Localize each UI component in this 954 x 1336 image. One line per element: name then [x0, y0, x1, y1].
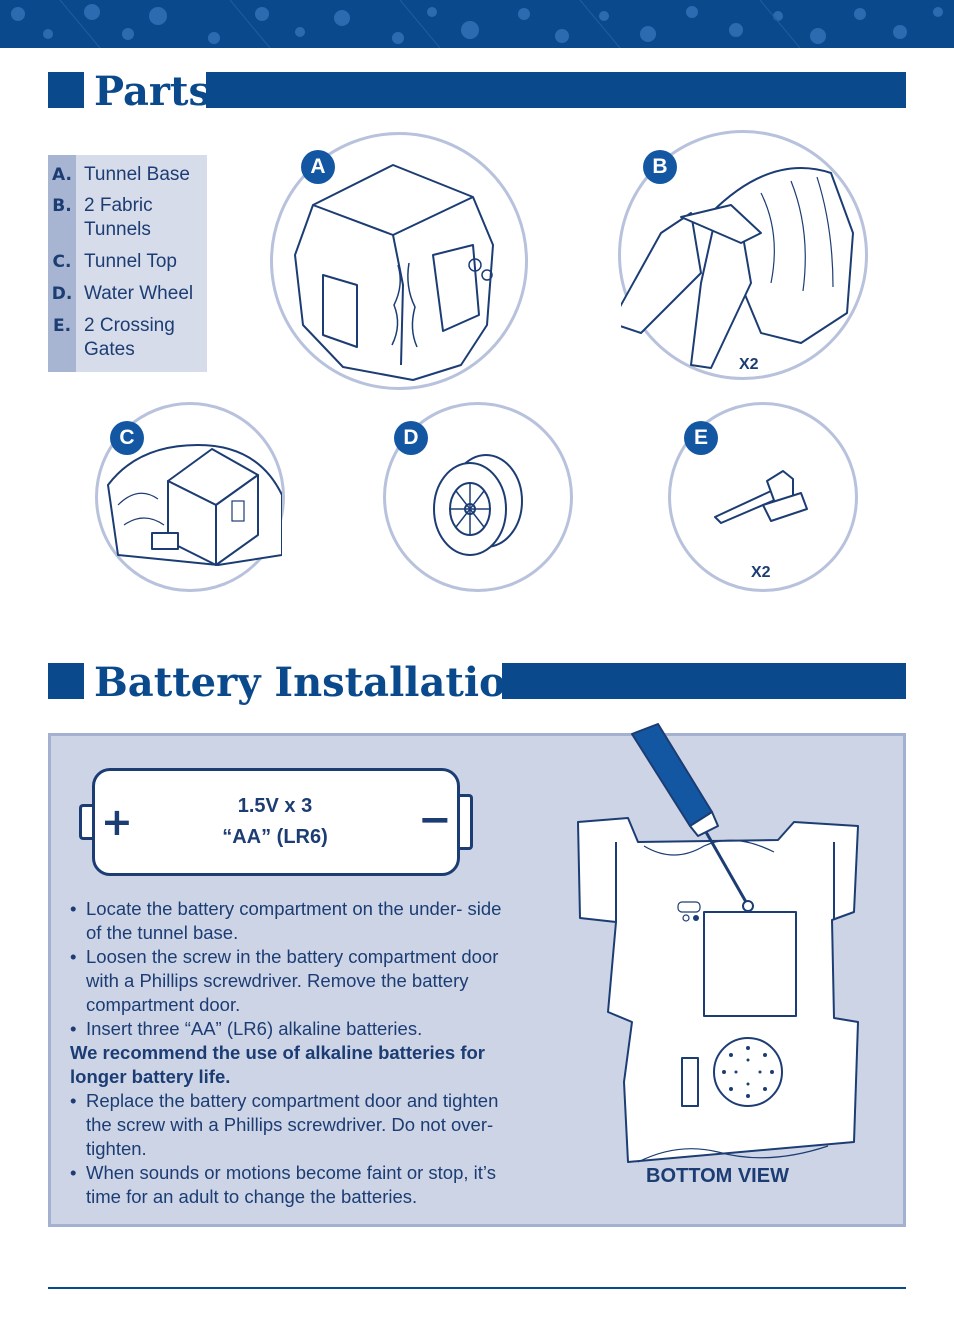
battery-instructions: Locate the battery compartment on the un… — [70, 897, 510, 1209]
instruction-step: When sounds or motions become faint or s… — [70, 1161, 510, 1209]
part-name: 2 Crossing Gates — [84, 315, 175, 360]
part-d-illustration — [383, 402, 573, 592]
parts-list: A. Tunnel Base B. 2 Fabric Tunnels C. Tu… — [48, 155, 207, 372]
tunnel-top-drawing — [107, 444, 282, 566]
battery-voltage-label: 1.5V x 3 — [237, 795, 313, 817]
top-decorative-band — [0, 0, 954, 48]
part-letter: C. — [52, 252, 72, 272]
fabric-tunnel-drawing — [621, 167, 854, 369]
instruction-step: Loosen the screw in the battery compartm… — [70, 945, 510, 1017]
part-d-badge: D — [394, 421, 428, 455]
part-letter: E. — [52, 316, 72, 336]
instruction-step: Insert three “AA” (LR6) alkaline batteri… — [70, 1017, 510, 1041]
parts-title: Parts — [94, 68, 211, 115]
part-e-badge: E — [684, 421, 718, 455]
battery-diagram — [92, 768, 460, 876]
battery-right-terminal — [457, 794, 473, 850]
part-name: 2 Fabric Tunnels — [84, 195, 153, 240]
crossing-gate-drawing — [714, 470, 808, 524]
battery-installation-title: Battery Installation — [94, 659, 535, 706]
parts-header-right-bar — [206, 72, 906, 108]
part-letter: B. — [52, 196, 72, 216]
battery-left-terminal — [79, 804, 95, 840]
battery-header-right-bar — [502, 663, 906, 699]
part-name: Tunnel Top — [84, 251, 177, 272]
tunnel-base-drawing — [294, 164, 494, 381]
instruction-step: Replace the battery compartment door and… — [70, 1089, 510, 1161]
parts-list-letter-column — [48, 155, 76, 372]
part-a-badge: A — [301, 150, 335, 184]
battery-minus-symbol: − — [418, 797, 452, 843]
battery-plus-symbol: + — [101, 800, 133, 844]
part-e-quantity: X2 — [751, 564, 771, 581]
battery-header-left-block — [48, 663, 84, 699]
water-wheel-drawing — [433, 454, 523, 556]
part-b-badge: B — [643, 150, 677, 184]
instruction-step: Locate the battery compartment on the un… — [70, 897, 510, 945]
part-letter: A. — [52, 165, 72, 185]
footer-divider — [48, 1287, 906, 1289]
part-letter: D. — [51, 284, 73, 304]
part-name: Tunnel Base — [84, 164, 190, 185]
parts-header-left-block — [48, 72, 84, 108]
bottom-view-drawing — [577, 723, 859, 1163]
part-b-quantity: X2 — [739, 356, 759, 373]
part-c-badge: C — [110, 421, 144, 455]
bottom-view-label: BOTTOM VIEW — [646, 1165, 789, 1187]
part-a-illustration — [270, 132, 528, 390]
battery-type-label: “AA” (LR6) — [222, 826, 328, 848]
part-name: Water Wheel — [84, 283, 194, 304]
alkaline-recommendation: We recommend the use of alkaline batteri… — [70, 1042, 486, 1087]
